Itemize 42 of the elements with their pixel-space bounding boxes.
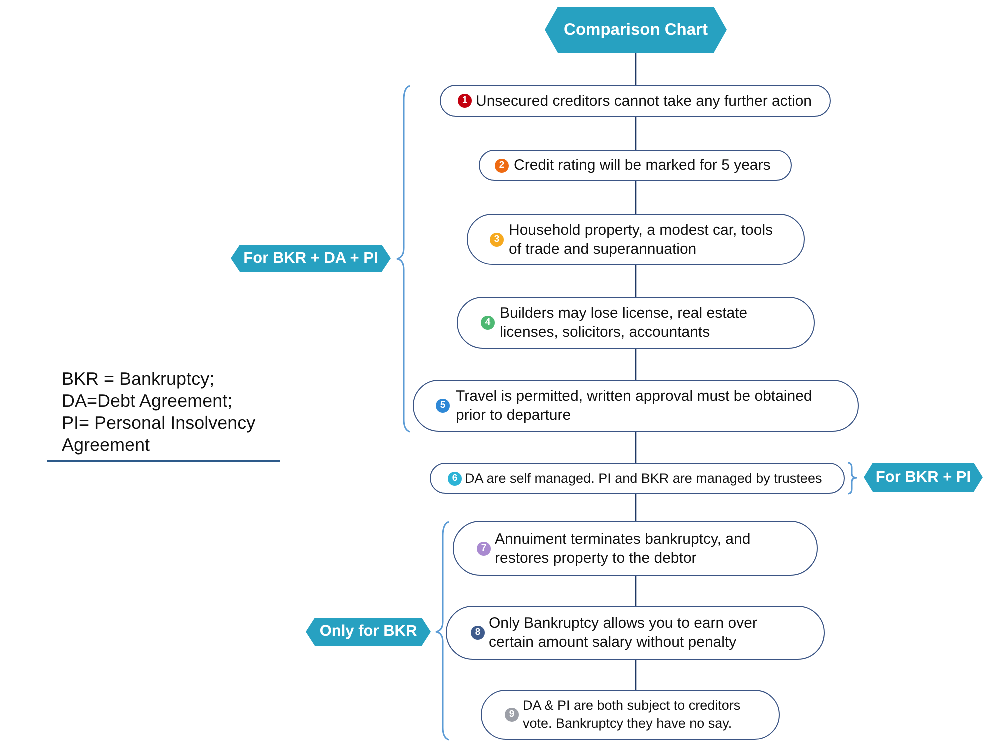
definition-text: PI= Personal Insolvency Agreement [62,412,257,456]
rounded-box [430,463,845,494]
box-text: Only Bankruptcy allows you to earn over certain amount salary without penalty [489,614,758,652]
definition-text: BKR = Bankruptcy; [62,368,216,390]
number-marker: 1 [458,94,472,108]
number-marker: 2 [495,158,509,172]
rounded-box [413,380,859,432]
connector-line [635,117,637,150]
box-text: Builders may lose license, real estate licenses, solicitors, accountants [500,304,749,342]
title-banner: Comparison Chart [545,7,727,53]
rounded-box [479,150,792,181]
connector-line [635,53,637,85]
box-text: Household property, a modest car, tools of trade and superannuation [509,220,774,258]
number-marker: 8 [471,626,485,640]
rounded-box [467,214,805,265]
rounded-box [457,297,815,349]
definition-text: DA=Debt Agreement; [62,390,234,412]
connector-line [635,494,637,521]
connector-line [635,349,637,380]
connector-line [635,432,637,463]
number-marker: 6 [448,472,462,486]
group-tag: For BKR + DA + PI [231,245,391,272]
group-tag: Only for BKR [306,618,431,646]
number-marker: 3 [490,232,504,246]
number-marker: 9 [505,708,519,722]
box-text: Travel is permitted, written approval must be obtained prior to departure [456,387,814,425]
box-text: DA & PI are both subject to creditors vote. Bankruptcy they have no say. [523,697,742,733]
box-text: DA are self managed. PI and BKR are managed by trustees [465,470,824,488]
number-marker: 7 [477,542,491,556]
connector-line [635,576,637,606]
number-marker: 4 [481,316,495,330]
box-text: Credit rating will be marked for 5 years [514,156,772,175]
group-tag: For BKR + PI [864,463,983,492]
box-text: Annuiment terminates bankruptcy, and restores property to the debtor [495,530,752,568]
connector-line [635,265,637,297]
connector-line [635,181,637,214]
rounded-box [440,85,831,117]
rounded-box [446,606,825,660]
rounded-box [481,690,780,740]
box-text: Unsecured creditors cannot take any further action [476,92,814,110]
connector-line [635,660,637,690]
number-marker: 5 [436,399,450,413]
